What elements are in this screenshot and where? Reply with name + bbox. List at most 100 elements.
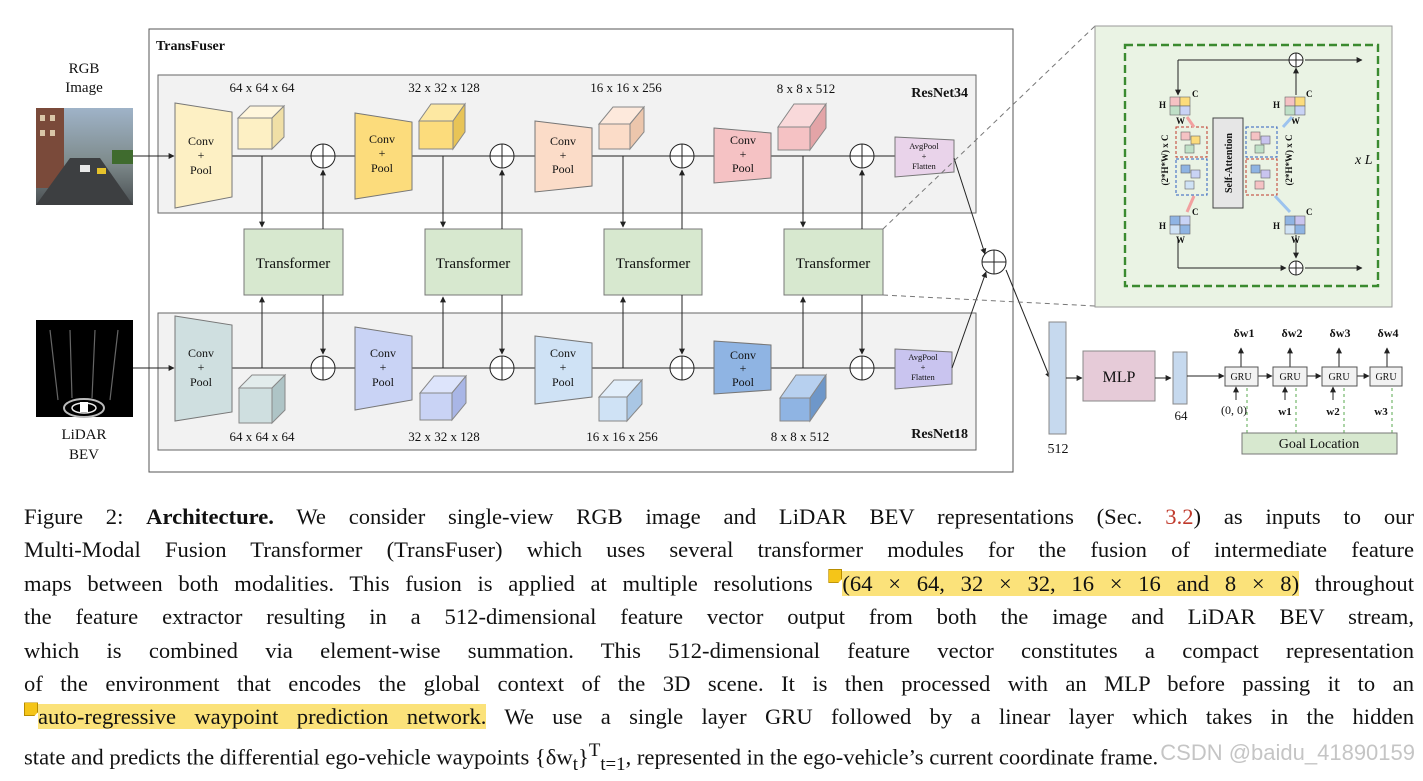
svg-text:H: H bbox=[1159, 221, 1166, 231]
svg-text:W: W bbox=[1176, 235, 1185, 245]
hw-label-right: (2*H*W) x C bbox=[1284, 135, 1294, 186]
transformers bbox=[243, 228, 884, 296]
svg-text:Flatten: Flatten bbox=[912, 161, 936, 171]
top-stage-4: Conv + Pool 8 x 8 x 512 bbox=[713, 81, 836, 184]
transformer-1: Transformer bbox=[256, 256, 330, 272]
top-avgpool: AvgPool + Flatten bbox=[894, 136, 955, 178]
architecture-diagram: TransFuser ResNet34 ResNet18 RGB Image L… bbox=[36, 25, 1403, 473]
svg-text:Pool: Pool bbox=[732, 375, 755, 389]
caption-line-4: the feature extractor resulting in a 512… bbox=[24, 604, 1414, 630]
vec512-label: 512 bbox=[1048, 442, 1069, 457]
caption-line-5: which is combined via element-wise summa… bbox=[24, 637, 1414, 663]
caption-line-1: Figure 2: Architecture. We consider sing… bbox=[24, 504, 1414, 529]
top-stage-3: Conv + Pool 16 x 16 x 256 bbox=[534, 80, 662, 193]
svg-text:GRU: GRU bbox=[1230, 372, 1252, 383]
svg-text:16 x 16 x 256: 16 x 16 x 256 bbox=[590, 80, 662, 95]
lidar-label-1: LiDAR bbox=[62, 427, 107, 443]
delta-w4: δw4 bbox=[1378, 326, 1399, 340]
svg-text:C: C bbox=[1192, 89, 1199, 99]
input-origin: (0, 0) bbox=[1221, 403, 1247, 417]
note-icon[interactable] bbox=[24, 702, 38, 717]
svg-text:Pool: Pool bbox=[552, 375, 575, 389]
svg-text:+: + bbox=[560, 148, 567, 162]
caption-line-7: auto-regressive waypoint prediction netw… bbox=[24, 700, 1414, 733]
svg-text:8 x 8 x 512: 8 x 8 x 512 bbox=[771, 429, 830, 444]
svg-text:32 x 32 x 128: 32 x 32 x 128 bbox=[408, 80, 480, 95]
transfuser-label: TransFuser bbox=[156, 39, 225, 54]
svg-text:Pool: Pool bbox=[552, 162, 575, 176]
svg-text:Pool: Pool bbox=[190, 375, 213, 389]
section-ref-link[interactable]: 3.2 bbox=[1165, 504, 1194, 529]
rgb-image-thumbnail bbox=[36, 108, 133, 205]
svg-text:8 x 8 x 512: 8 x 8 x 512 bbox=[777, 81, 836, 96]
resnet34-label: ResNet34 bbox=[911, 86, 968, 101]
svg-text:C: C bbox=[1306, 207, 1313, 217]
svg-text:Pool: Pool bbox=[371, 161, 394, 175]
lidar-label-2: BEV bbox=[69, 447, 99, 463]
caption-line-6: of the environment that encodes the glob… bbox=[24, 671, 1414, 697]
svg-text:C: C bbox=[1192, 207, 1199, 217]
caption-line-3: maps between both modalities. This fusio… bbox=[24, 569, 1415, 596]
svg-text:+: + bbox=[198, 148, 205, 162]
self-attention-label: Self-Attention bbox=[1224, 133, 1235, 193]
svg-text:Conv: Conv bbox=[730, 133, 756, 147]
highlight-resolutions: (64 × 64, 32 × 32, 16 × 16 and 8 × 8) bbox=[842, 570, 1300, 596]
svg-text:+: + bbox=[740, 361, 747, 375]
svg-text:Conv: Conv bbox=[188, 346, 214, 360]
svg-text:Conv: Conv bbox=[188, 134, 214, 148]
gru-cells bbox=[1224, 366, 1403, 387]
resnet18-label: ResNet18 bbox=[911, 427, 968, 442]
delta-w1: δw1 bbox=[1234, 326, 1255, 340]
svg-text:W: W bbox=[1291, 116, 1300, 126]
svg-text:W: W bbox=[1291, 235, 1300, 245]
goal-location-label: Goal Location bbox=[1279, 437, 1359, 452]
rgb-label-1: RGB bbox=[69, 61, 100, 77]
svg-text:Conv: Conv bbox=[369, 132, 395, 146]
watermark: CSDN @baidu_41890159 bbox=[1160, 740, 1415, 765]
svg-text:GRU: GRU bbox=[1328, 372, 1350, 383]
transformer-3: Transformer bbox=[616, 256, 690, 272]
transformer-4: Transformer bbox=[796, 256, 870, 272]
repeat-label: x L bbox=[1354, 153, 1373, 168]
svg-text:AvgPool: AvgPool bbox=[908, 352, 938, 362]
top-stage-1: Conv + Pool 64 x 64 x 64 bbox=[174, 80, 295, 209]
input-w3: w3 bbox=[1374, 406, 1388, 418]
vec64-label: 64 bbox=[1175, 408, 1189, 423]
svg-text:+: + bbox=[380, 360, 387, 374]
svg-text:W: W bbox=[1176, 116, 1185, 126]
mlp-block bbox=[1082, 350, 1156, 402]
svg-text:GRU: GRU bbox=[1279, 372, 1301, 383]
input-w1: w1 bbox=[1278, 406, 1291, 418]
input-w2: w2 bbox=[1326, 406, 1340, 418]
svg-text:Pool: Pool bbox=[372, 375, 395, 389]
svg-text:H: H bbox=[1273, 221, 1280, 231]
svg-text:+: + bbox=[922, 151, 927, 161]
fusion-sum-node bbox=[981, 249, 1007, 275]
svg-text:64 x 64 x 64: 64 x 64 x 64 bbox=[230, 429, 296, 444]
transformer-2: Transformer bbox=[436, 256, 510, 272]
svg-text:H: H bbox=[1273, 100, 1280, 110]
top-stage-2: Conv + Pool 32 x 32 x 128 bbox=[354, 80, 480, 200]
bottom-stage-1: Conv + Pool 64 x 64 x 64 bbox=[174, 315, 296, 444]
mlp-label: MLP bbox=[1103, 369, 1136, 386]
svg-text:Pool: Pool bbox=[190, 163, 213, 177]
highlight-waypoint-network: auto-regressive waypoint prediction netw… bbox=[38, 704, 487, 730]
svg-text:+: + bbox=[379, 146, 386, 160]
svg-text:Flatten: Flatten bbox=[911, 372, 935, 382]
svg-text:+: + bbox=[198, 360, 205, 374]
caption-line-2: Multi-Modal Fusion Transformer (TransFus… bbox=[24, 537, 1414, 563]
delta-w3: δw3 bbox=[1330, 326, 1351, 340]
hw-label-left: (2*H*W) x C bbox=[1160, 135, 1170, 186]
bottom-stage-2: Conv + Pool 32 x 32 x 128 bbox=[354, 326, 480, 444]
figure-caption: Figure 2: Architecture. We consider sing… bbox=[24, 500, 1414, 781]
goal-location-box bbox=[1241, 432, 1398, 455]
bottom-avgpool: AvgPool + Flatten bbox=[894, 348, 953, 390]
svg-text:Conv: Conv bbox=[370, 346, 396, 360]
caption-line-8: state and predicts the differential ego-… bbox=[24, 739, 1159, 775]
bottom-stage-4: Conv + Pool 8 x 8 x 512 bbox=[713, 340, 830, 444]
svg-text:Conv: Conv bbox=[550, 134, 576, 148]
svg-text:Conv: Conv bbox=[550, 346, 576, 360]
note-icon[interactable] bbox=[828, 569, 842, 584]
delta-w2: δw2 bbox=[1282, 326, 1303, 340]
svg-text:32 x 32 x 128: 32 x 32 x 128 bbox=[408, 429, 480, 444]
